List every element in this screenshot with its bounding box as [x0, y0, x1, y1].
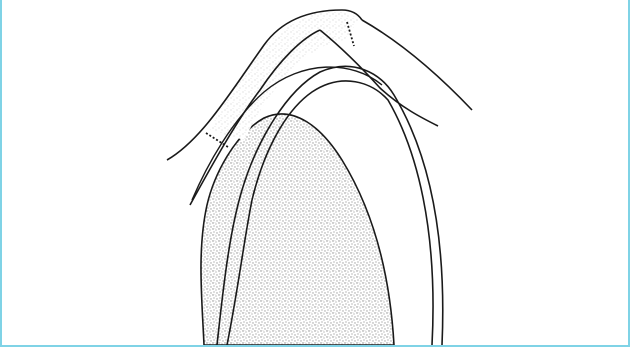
inner-shaded-body [201, 114, 394, 345]
right-arm-upper [362, 20, 472, 110]
